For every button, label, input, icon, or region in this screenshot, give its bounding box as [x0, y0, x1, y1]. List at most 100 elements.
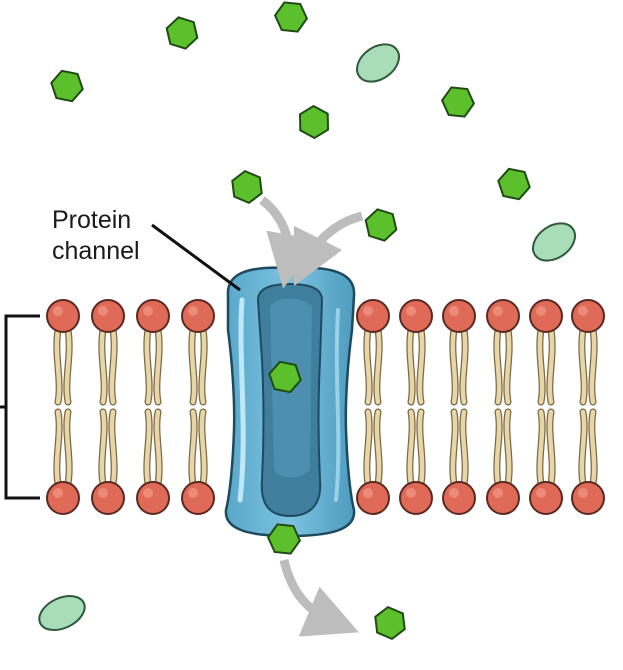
- lipid-tail-fill: [494, 327, 502, 405]
- lipid-tail-fill: [547, 327, 555, 405]
- lipid-head: [486, 481, 520, 515]
- phospholipid: [136, 408, 170, 515]
- arrow-into-channel-left: [259, 196, 320, 289]
- protein-channel-highlight-right: [334, 308, 341, 502]
- solute-molecule: [268, 360, 302, 394]
- lipid-head-shine: [363, 306, 373, 316]
- solute-molecule: [165, 16, 199, 50]
- phospholipid: [91, 299, 125, 406]
- lipid-head: [136, 299, 170, 333]
- lipid-tail-fill: [589, 409, 597, 487]
- lipid-head: [529, 299, 563, 333]
- solute-molecule: [266, 523, 302, 555]
- phospholipid: [571, 408, 605, 515]
- lipid-head: [181, 481, 215, 515]
- solute-molecule: [273, 1, 309, 33]
- lipid-tail-fill: [417, 327, 425, 405]
- lipid-tail-fill: [579, 409, 587, 487]
- lipid-tail-fill: [537, 409, 545, 487]
- lipid-tail-fill: [407, 327, 415, 405]
- lipid-tail-fill: [109, 409, 117, 487]
- lipid-head-shine: [406, 306, 416, 316]
- lipid-head: [356, 481, 390, 515]
- lipid-tail-fill: [494, 409, 502, 487]
- phospholipid: [136, 299, 170, 406]
- lipid-head-shine: [449, 306, 459, 316]
- lipid-tail-fill: [417, 409, 425, 487]
- phospholipid: [181, 408, 215, 515]
- lipid-head: [571, 481, 605, 515]
- lipid-head-shine: [53, 488, 63, 498]
- solute-molecule: [440, 86, 476, 118]
- callout-label-line2: channel: [52, 237, 140, 265]
- lipid-tail-fill: [374, 409, 382, 487]
- protein-channel: [224, 266, 356, 538]
- lipid-tail-fill: [579, 327, 587, 405]
- lipid-tail-fill: [589, 327, 597, 405]
- phospholipid: [91, 408, 125, 515]
- lipid-tail-fill: [144, 409, 152, 487]
- protein-channel-highlight-left: [237, 297, 246, 503]
- phospholipid: [399, 299, 433, 406]
- solute-molecule: [50, 69, 84, 103]
- arrow-out-of-channel: [279, 558, 359, 637]
- lipid-tail-fill: [99, 409, 107, 487]
- lipid-tail-fill: [189, 409, 197, 487]
- lipid-tail-fill: [154, 327, 162, 405]
- lipid-head: [136, 481, 170, 515]
- lipid-head: [399, 481, 433, 515]
- lipid-head-shine: [98, 488, 108, 498]
- phospholipid: [399, 408, 433, 515]
- lipid-tail-fill: [364, 327, 372, 405]
- lipid-head-shine: [536, 488, 546, 498]
- phospholipid-bilayer-left: [46, 299, 215, 515]
- lipid-head-shine: [363, 488, 373, 498]
- lipid-tail-fill: [460, 409, 468, 487]
- lipid-head-shine: [188, 306, 198, 316]
- lipid-tail-fill: [364, 409, 372, 487]
- lipid-head-shine: [493, 306, 503, 316]
- phospholipid: [356, 299, 390, 406]
- lipid-head-shine: [143, 306, 153, 316]
- solute-molecule: [497, 167, 531, 201]
- lipid-head-shine: [143, 488, 153, 498]
- lipid-head: [571, 299, 605, 333]
- lipid-head: [91, 299, 125, 333]
- lipid-tail-fill: [144, 327, 152, 405]
- large-molecule: [532, 222, 576, 262]
- phospholipid: [486, 408, 520, 515]
- membrane-bracket: [4, 314, 40, 500]
- large-molecule: [38, 595, 86, 631]
- lipid-tail-fill: [199, 409, 207, 487]
- lipid-tail-fill: [460, 327, 468, 405]
- lipid-head-shine: [536, 306, 546, 316]
- lipid-head-shine: [53, 306, 63, 316]
- lipid-tail-fill: [54, 327, 62, 405]
- phospholipid: [571, 299, 605, 406]
- lipid-tail-fill: [547, 409, 555, 487]
- lipid-tail-fill: [537, 327, 545, 405]
- lipid-head: [486, 299, 520, 333]
- lipid-tail-fill: [504, 327, 512, 405]
- lipid-tail-fill: [64, 409, 72, 487]
- phospholipid: [181, 299, 215, 406]
- phospholipid: [486, 299, 520, 406]
- phospholipid-bilayer-right: [356, 299, 605, 515]
- phospholipid: [442, 408, 476, 515]
- lipid-tail-fill: [154, 409, 162, 487]
- lipid-head-shine: [578, 306, 588, 316]
- solute-molecule: [231, 169, 263, 205]
- lipid-tail-fill: [64, 327, 72, 405]
- lipid-tail-fill: [450, 327, 458, 405]
- callout-leader-line: [151, 223, 241, 292]
- lipid-head: [91, 481, 125, 515]
- lipid-tail-fill: [504, 409, 512, 487]
- phospholipid: [529, 408, 563, 515]
- phospholipid: [442, 299, 476, 406]
- solute-molecule: [364, 208, 398, 242]
- lipid-tail-fill: [374, 327, 382, 405]
- phospholipid: [46, 299, 80, 406]
- large-molecules: [38, 43, 576, 631]
- solute-molecule: [298, 104, 330, 140]
- solute-molecules: [50, 1, 531, 641]
